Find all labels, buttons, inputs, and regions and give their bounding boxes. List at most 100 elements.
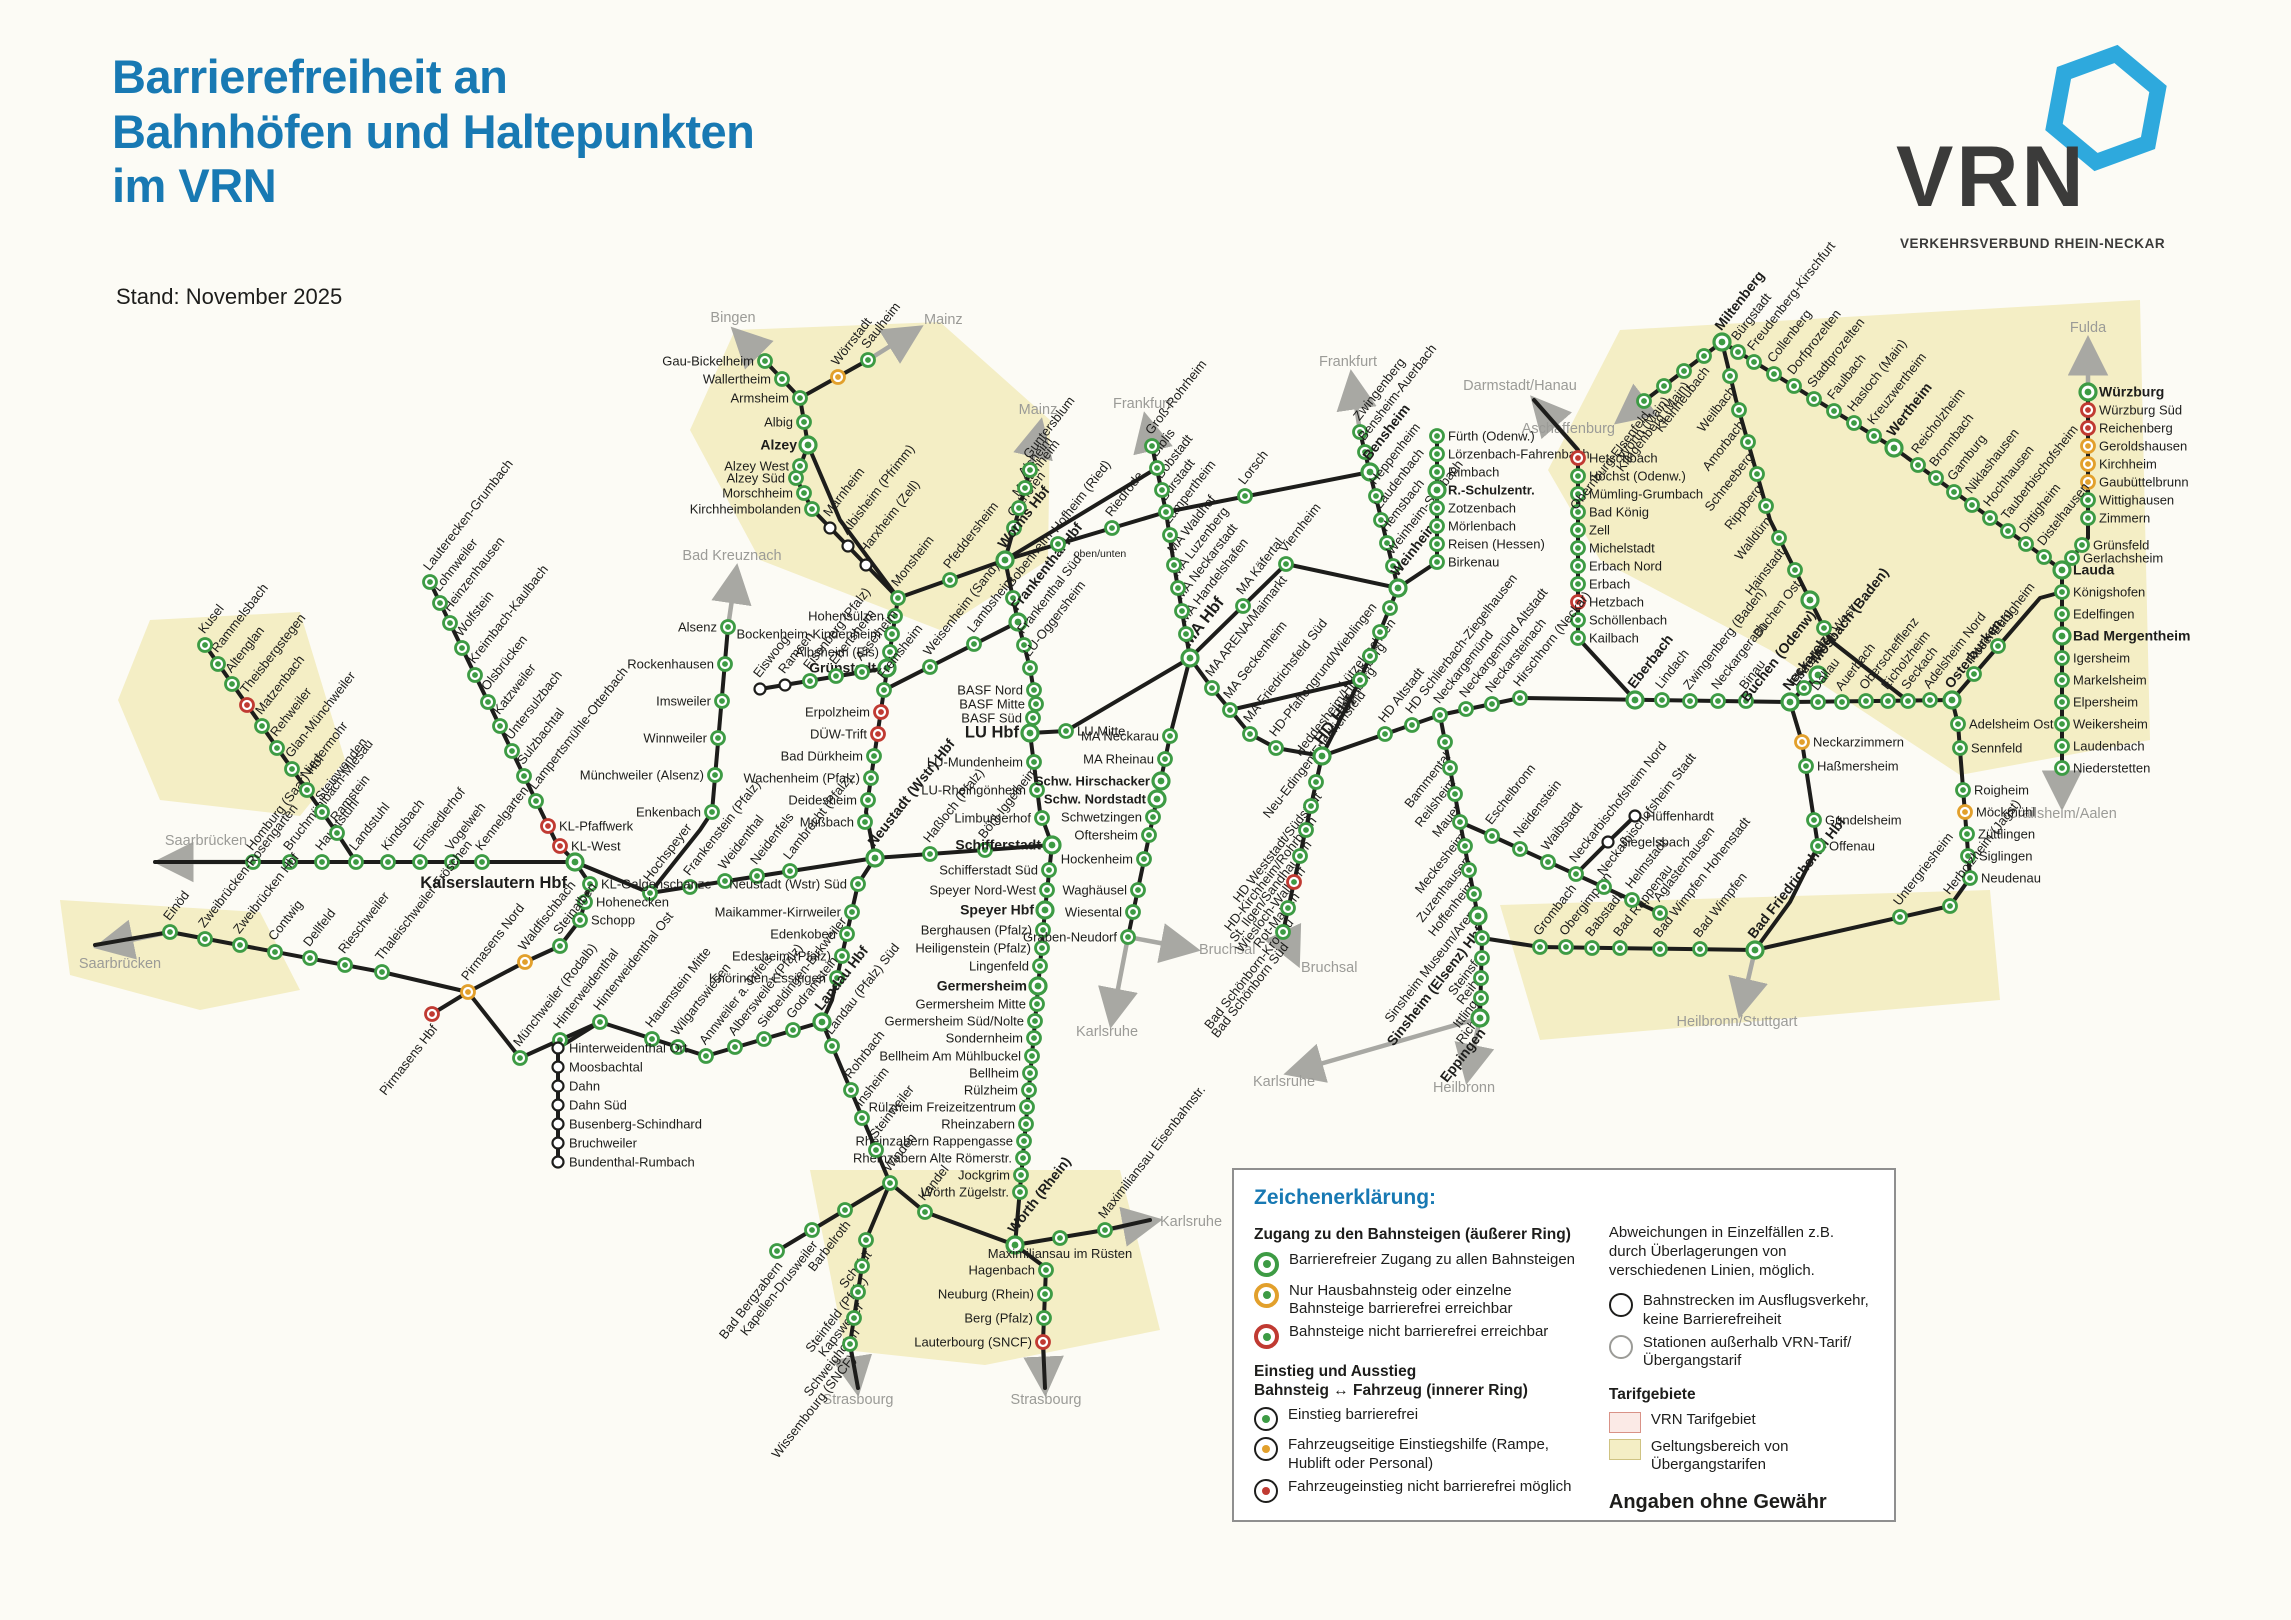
station-inner-dot xyxy=(1697,946,1703,952)
station-inner-dot xyxy=(1763,503,1769,509)
station-inner-dot xyxy=(871,854,879,862)
station-inner-dot xyxy=(1167,733,1173,739)
station: Reisen (Hessen) xyxy=(1429,536,1545,552)
station-inner-dot xyxy=(787,868,793,874)
station: LU-Mundenheim xyxy=(927,754,1042,770)
external-destination-label: Frankfurt xyxy=(1113,396,1171,412)
station-label: Fürth (Odenw.) xyxy=(1448,429,1535,444)
station-inner-dot xyxy=(557,843,563,849)
station: Lauterbourg (SNCF) xyxy=(914,1334,1051,1350)
station-inner-dot xyxy=(1434,451,1440,457)
station-inner-dot xyxy=(2059,655,2065,661)
station-inner-dot xyxy=(1995,643,2001,649)
station-inner-dot xyxy=(459,645,465,651)
station-inner-dot xyxy=(1055,541,1061,547)
station: Deidesheim xyxy=(788,792,876,808)
station-inner-dot xyxy=(1167,532,1173,538)
station-inner-dot xyxy=(649,1036,655,1042)
station-inner-dot xyxy=(1466,867,1472,873)
station-inner-dot xyxy=(865,797,871,803)
station-inner-dot xyxy=(1799,739,1805,745)
station-label: Speyer Hbf xyxy=(960,902,1034,918)
station-inner-dot xyxy=(1661,383,1667,389)
station: Würzburg xyxy=(2078,382,2164,402)
station-inner-dot xyxy=(1387,605,1393,611)
station-label: Zell xyxy=(1589,523,1610,538)
station: Edelfingen xyxy=(2054,606,2134,622)
station-inner-dot xyxy=(2085,461,2091,467)
station-label: Lauterbourg (SNCF) xyxy=(914,1335,1032,1350)
station-inner-dot xyxy=(307,955,313,961)
station-inner-dot xyxy=(509,748,515,754)
station-inner-dot xyxy=(1915,462,1921,468)
station-label: Jockgrim xyxy=(958,1168,1010,1183)
station-inner-dot xyxy=(1687,698,1693,704)
station-label: LU Mitte xyxy=(1077,724,1125,739)
station-inner-dot xyxy=(1109,525,1115,531)
station-label: Wiesental xyxy=(1065,905,1122,920)
date-stamp: Stand: November 2025 xyxy=(116,284,343,309)
station: Alzey West xyxy=(724,458,808,474)
station-inner-dot xyxy=(1102,1227,1108,1233)
station-inner-dot xyxy=(1318,752,1326,760)
legend-item-access-yellow: Nur Hausbahnsteig oder einzelne Bahnstei… xyxy=(1254,1282,1583,1319)
station-inner-dot xyxy=(1382,731,1388,737)
station: Schöllenbach xyxy=(1570,612,1667,628)
station-inner-dot xyxy=(1011,1241,1019,1249)
station-inner-dot xyxy=(1933,475,1939,481)
station: Erbach xyxy=(1570,576,1630,592)
external-destination-label: Fulda xyxy=(2070,320,2107,336)
station-inner-dot xyxy=(289,766,295,772)
station: Armsheim xyxy=(730,390,808,406)
station-inner-dot xyxy=(1478,995,1484,1001)
station: Schopp xyxy=(572,912,635,928)
station-inner-dot xyxy=(722,878,728,884)
station-inner-dot xyxy=(855,881,861,887)
station-label: Alsenz xyxy=(678,620,717,635)
station-label: Reichenberg xyxy=(2099,421,2173,436)
station-inner-dot xyxy=(1366,468,1374,476)
station-inner-dot xyxy=(1141,856,1147,862)
station-inner-dot xyxy=(1948,696,1956,704)
station-label: MA Neckarau xyxy=(1081,729,1159,744)
station-label: Erbach Nord xyxy=(1589,559,1662,574)
station-inner-dot xyxy=(1811,396,1817,402)
external-destination-label: Heilbronn xyxy=(1433,1080,1495,1096)
station-inner-dot xyxy=(1154,465,1160,471)
station: Bundenthal-Rumbach xyxy=(551,1155,695,1170)
station-label: BASF Mitte xyxy=(959,697,1025,712)
station-inner-dot xyxy=(1163,509,1169,515)
station-inner-dot xyxy=(485,699,491,705)
legend-item-vrn-tariff: VRN Tarifgebiet xyxy=(1608,1411,1874,1434)
station-inner-dot xyxy=(1240,603,1246,609)
station-inner-dot xyxy=(1026,729,1034,737)
station-label: Morschheim xyxy=(722,486,793,501)
station: Sondernheim xyxy=(946,1030,1042,1046)
station: Kirchheim xyxy=(2080,456,2157,472)
orange-dot-icon xyxy=(1254,1437,1278,1462)
station-label: Laudenbach xyxy=(2073,739,2145,754)
station-label: Kailbach xyxy=(1589,631,1639,646)
station-inner-dot xyxy=(754,873,760,879)
tariff-area xyxy=(810,1170,1160,1365)
station-inner-dot xyxy=(319,809,325,815)
station: Knöringen-Essingen xyxy=(709,970,845,986)
station-label: Hohenecken xyxy=(596,895,669,910)
green-ring-icon xyxy=(1254,1251,1279,1277)
station-label: Sennfeld xyxy=(1971,741,2022,756)
station-inner-dot xyxy=(1803,763,1809,769)
legend-label: Bahnsteige nicht barrierefrei erreichbar xyxy=(1289,1323,1549,1341)
station-inner-dot xyxy=(947,577,953,583)
station-inner-dot xyxy=(887,1180,893,1186)
station-inner-dot xyxy=(1601,884,1607,890)
station-inner-dot xyxy=(2059,677,2065,683)
station-label: Schwetzingen xyxy=(1061,810,1142,825)
station-inner-dot xyxy=(334,830,340,836)
station: Bellheim Am Mühlbuckel xyxy=(879,1048,1040,1064)
station-inner-dot xyxy=(1537,944,1543,950)
station-inner-dot xyxy=(1479,955,1485,961)
station-inner-dot xyxy=(1039,945,1045,951)
station-inner-dot xyxy=(719,698,725,704)
station-inner-dot xyxy=(1851,420,1857,426)
station-label: Reisen (Hessen) xyxy=(1448,537,1545,552)
